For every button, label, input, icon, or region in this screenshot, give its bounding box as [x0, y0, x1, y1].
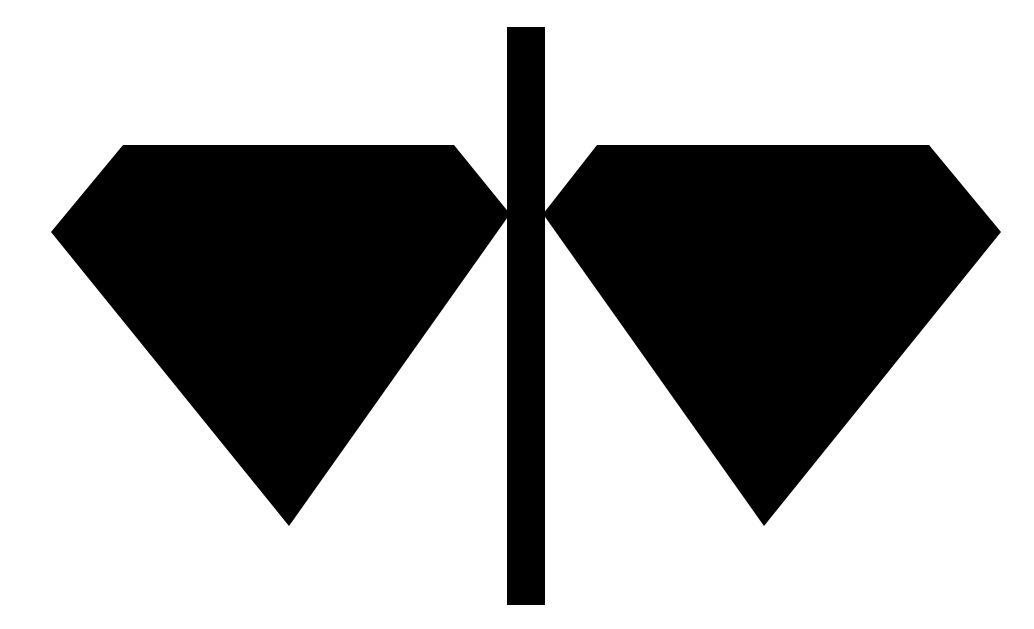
right-diamond — [543, 145, 1001, 526]
left-diamond — [51, 145, 510, 526]
center-bar — [507, 27, 545, 605]
